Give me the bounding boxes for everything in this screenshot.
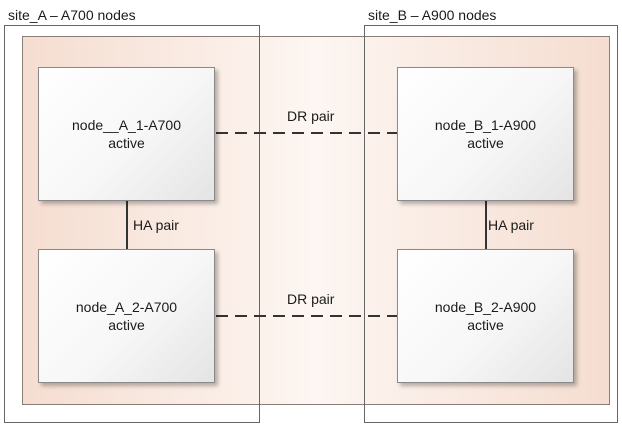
dr-pair-label-top: DR pair [287, 108, 335, 124]
node-a2-name: node_A_2-A700 [75, 299, 178, 315]
node-b2-box: node_B_2-A900 active [397, 249, 574, 383]
node-a1-name: node__A_1-A700 [72, 117, 181, 133]
site-a-frame [4, 25, 260, 423]
ha-pair-label-b: HA pair [488, 217, 534, 233]
site-a-label: site_A – A700 nodes [8, 7, 136, 23]
ha-pair-label-a: HA pair [133, 217, 179, 233]
node-b1-state: active [467, 135, 504, 151]
node-a2-state: active [108, 317, 145, 333]
node-a2-box: node_A_2-A700 active [38, 249, 215, 383]
node-b1-name: node_B_1-A900 [434, 117, 537, 133]
site-b-label: site_B – A900 nodes [368, 7, 497, 23]
dr-pair-label-bottom: DR pair [287, 291, 335, 307]
site-b-frame [364, 25, 618, 423]
node-b1-box: node_B_1-A900 active [397, 67, 574, 201]
node-a1-box: node__A_1-A700 active [38, 67, 215, 201]
node-b2-state: active [467, 317, 504, 333]
node-a1-state: active [108, 135, 145, 151]
node-b2-name: node_B_2-A900 [434, 299, 537, 315]
